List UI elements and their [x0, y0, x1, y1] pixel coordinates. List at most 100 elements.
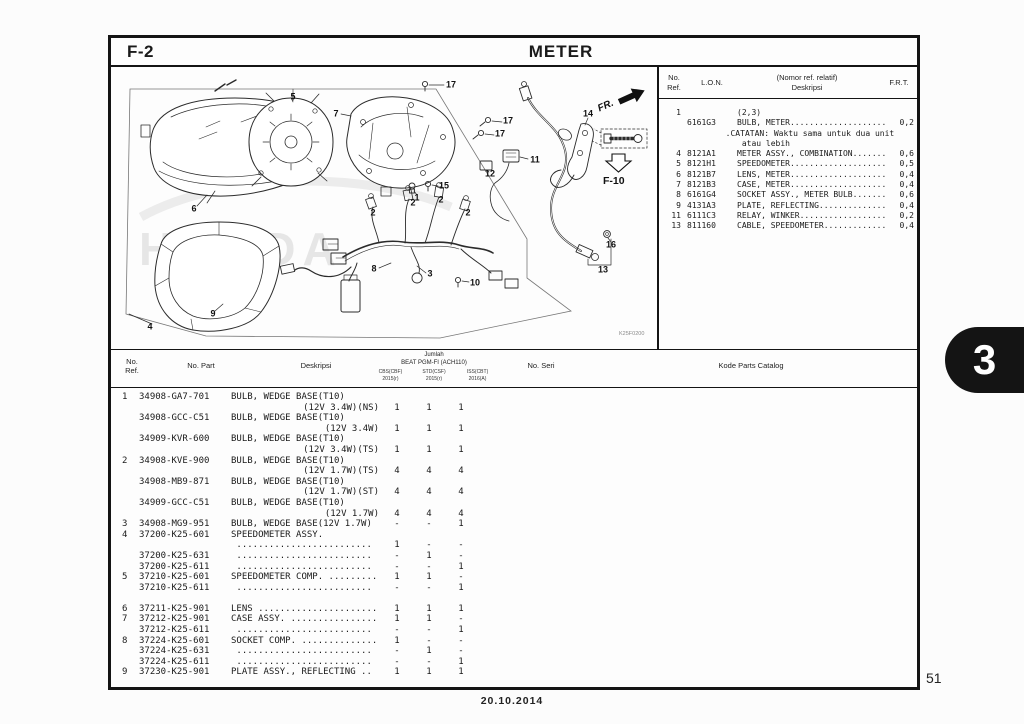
ref-no: [111, 498, 139, 509]
parts-table-row: 37224-K25-611 .........................-…: [111, 657, 917, 668]
part-number: 34908-MG9-951: [139, 519, 210, 530]
ref-table-row: atau lebih: [659, 139, 919, 149]
qty-3: [445, 413, 477, 424]
qty-2: -: [426, 540, 432, 551]
description: CASE, METER....................: [737, 180, 887, 190]
part-number: [139, 445, 231, 456]
ref-no: [659, 118, 681, 128]
qty-3: 4: [458, 466, 464, 477]
qty-2: -: [426, 561, 432, 572]
qty-1: 4: [394, 487, 400, 498]
qty-1: 1: [394, 540, 400, 551]
callout-17: 17: [502, 115, 514, 126]
qty-2: [413, 434, 445, 445]
qty-1: -: [394, 561, 400, 572]
description: BULB, WEDGE BASE(T10): [231, 497, 345, 508]
parts-kode-header: Kode Parts Catalog: [718, 361, 784, 370]
parts-no-part-header: No. Part: [187, 361, 215, 370]
gauge-part: [248, 88, 334, 187]
year-2: 2015(r): [425, 376, 443, 383]
ref-no: 13: [671, 221, 681, 231]
parts-table-header: No. Ref. No. Part Deskripsi Jumlah BEAT …: [111, 349, 917, 388]
lon-code: 6161G3: [687, 118, 716, 128]
year-1: 2015(r): [382, 376, 399, 383]
part-number: 37230-K25-901: [139, 667, 210, 678]
part-number: 37211-K25-901: [139, 603, 210, 614]
ref-no: [659, 139, 681, 149]
qty-1: 1: [394, 423, 400, 434]
description: .........................: [231, 625, 372, 636]
description: PLATE, REFLECTING..............: [737, 200, 887, 210]
part-number: [139, 509, 231, 520]
part-number: 37210-K25-601: [139, 572, 210, 583]
description: (12V 1.7W)(TS): [231, 466, 381, 477]
ref-no: [111, 551, 139, 562]
description: BULB, METER....................: [737, 118, 887, 128]
jumlah-label: Jumlah: [424, 352, 444, 358]
diagram-artwork: HONDA: [125, 79, 648, 339]
qty-1: [381, 498, 413, 509]
parts-table-row: 37224-K25-631 .........................-…: [111, 646, 917, 657]
callout-2: 2: [465, 207, 471, 218]
ref-no: [111, 509, 139, 520]
description: CASE ASSY. ................: [231, 614, 378, 625]
parts-qty-header: Jumlah BEAT PGM-FI (ACH110) CBS(CBF) STD…: [369, 352, 499, 383]
ref-no: 8: [676, 190, 681, 200]
f10-ref-arrow: F-10: [603, 153, 633, 187]
relay-part: [479, 149, 520, 222]
qty-3: [445, 392, 477, 403]
spec: (12V 3.4W)(NS): [303, 402, 379, 413]
description: .........................: [231, 550, 372, 561]
qty-3: 1: [458, 667, 464, 678]
frt-value: 0,4: [899, 221, 914, 231]
parts-table-row: 37210-K25-611 .........................-…: [111, 583, 917, 594]
qty-3: [445, 456, 477, 467]
callout-10: 10: [469, 277, 481, 288]
frt-value: 0,4: [899, 180, 914, 190]
parts-table-row: .........................1--: [111, 540, 917, 551]
part-number: 37224-K25-601: [139, 635, 210, 646]
qty-2: 1: [426, 444, 432, 455]
page-title: METER: [528, 42, 594, 61]
qty-2: 1: [426, 603, 432, 614]
ref-no: 11: [671, 210, 681, 220]
qty-3: 1: [458, 603, 464, 614]
ref-no: [111, 466, 139, 477]
qty-2: 1: [426, 550, 432, 561]
ref-no: [111, 562, 139, 573]
ref-no: [111, 657, 139, 668]
diagram-code: K25F0200: [619, 331, 644, 337]
part-number: 37212-K25-901: [139, 614, 210, 625]
callout-1: 1: [414, 192, 420, 203]
description: LENS ......................: [231, 603, 378, 614]
spec: (12V 1.7W): [324, 508, 379, 519]
callout-2: 2: [438, 194, 444, 205]
section-tab[interactable]: 3: [945, 327, 1024, 393]
ref-col-header-line2: Ref.: [667, 82, 681, 92]
callout-7: 7: [333, 108, 339, 119]
model-label: BEAT PGM-FI (ACH110): [401, 359, 467, 366]
description: BULB, WEDGE BASE(T10): [231, 455, 345, 466]
part-number: 37200-K25-601: [139, 529, 210, 540]
qty-3: 1: [458, 561, 464, 572]
callout-6: 6: [191, 203, 197, 214]
qty-3: [445, 593, 477, 604]
spec: (12V 3.4W)(TS): [303, 444, 379, 455]
part-number: 37224-K25-611: [139, 656, 210, 667]
description: .........................: [231, 656, 372, 667]
callout-11: 11: [530, 154, 540, 165]
qty-3: 1: [458, 519, 464, 530]
callout-4: 4: [147, 321, 153, 332]
